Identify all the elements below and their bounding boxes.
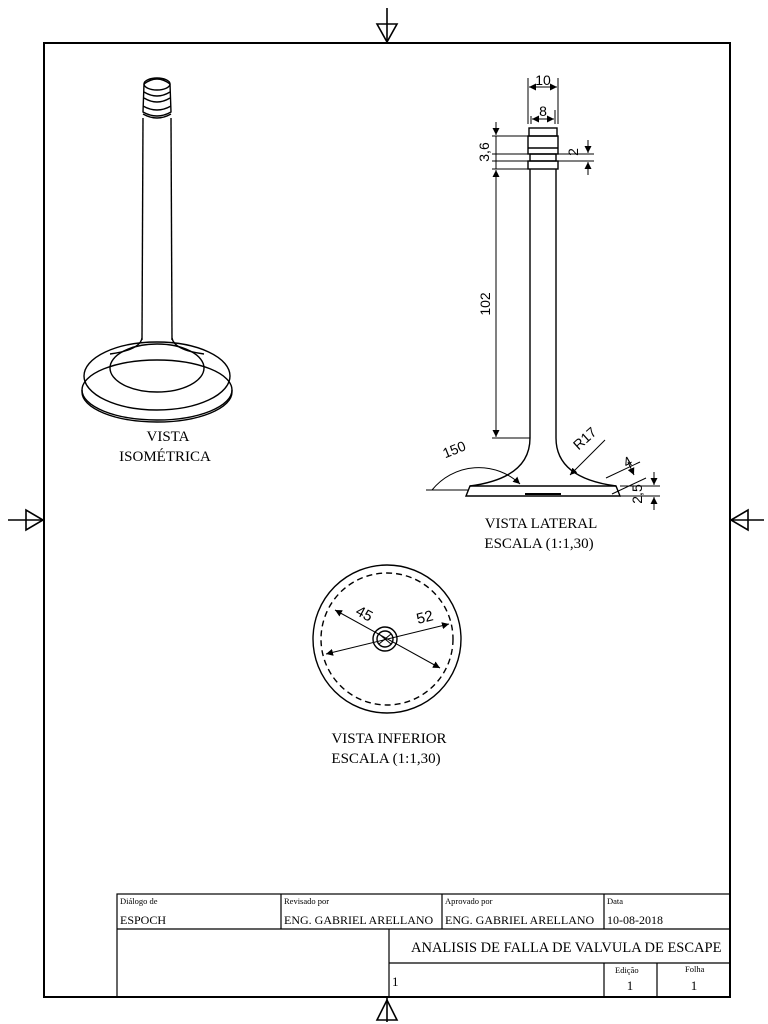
dim-fillet-radius: R17 bbox=[570, 424, 600, 453]
lateral-view-label-line2: ESCALA (1:1,30) bbox=[484, 536, 593, 552]
title-block-reviewed-value: ENG. GABRIEL ARELLANO bbox=[284, 913, 434, 927]
title-block-sheet-value: 1 bbox=[691, 978, 698, 993]
title-block-drawn-label: Diálogo de bbox=[120, 896, 158, 906]
lateral-dimensions bbox=[426, 78, 660, 510]
isometric-view-label-line1: VISTA bbox=[147, 429, 190, 445]
dim-outer-diameter: 52 bbox=[415, 607, 435, 628]
lateral-view bbox=[464, 127, 622, 497]
dim-stem-length: 102 bbox=[477, 292, 493, 316]
lateral-view-label-line1: VISTA LATERAL bbox=[485, 516, 598, 532]
dim-inner-diameter: 45 bbox=[353, 603, 376, 626]
centering-mark-right bbox=[729, 508, 764, 532]
dim-seat-angle: 150 bbox=[440, 437, 468, 461]
inferior-dimensions bbox=[325, 609, 450, 669]
title-block-date-label: Data bbox=[607, 896, 623, 906]
inferior-view-label-line1: VISTA INFERIOR bbox=[331, 731, 446, 747]
title-block-edition-label: Edição bbox=[615, 965, 639, 975]
title-block-approved-label: Aprovado por bbox=[445, 896, 493, 906]
title-block-edition-value: 1 bbox=[627, 978, 634, 993]
centering-mark-left bbox=[8, 508, 45, 532]
dim-face-width: 4 bbox=[620, 453, 635, 471]
title-block-date-value: 10-08-2018 bbox=[607, 913, 663, 927]
dim-head-thickness: 2,5 bbox=[629, 484, 645, 504]
title-block-drawn-value: ESPOCH bbox=[120, 913, 166, 927]
title-block-part-number: 1 bbox=[392, 974, 399, 989]
isometric-view bbox=[81, 77, 233, 423]
dim-stem-top-width: 10 bbox=[535, 72, 551, 88]
drawing-frame bbox=[43, 42, 731, 998]
dim-groove-height: 3,6 bbox=[476, 142, 492, 162]
title-block bbox=[116, 893, 731, 998]
title-block-approved-value: ENG. GABRIEL ARELLANO bbox=[445, 913, 595, 927]
centering-mark-top bbox=[375, 8, 399, 44]
title-block-sheet-label: Folha bbox=[685, 964, 705, 974]
title-block-title: ANALISIS DE FALLA DE VALVULA DE ESCAPE bbox=[411, 940, 722, 956]
isometric-view-label-line2: ISOMÉTRICA bbox=[119, 448, 211, 465]
dim-stem-inner-width: 8 bbox=[539, 103, 547, 119]
centering-mark-bottom bbox=[375, 997, 399, 1022]
title-block-reviewed-label: Revisado por bbox=[284, 896, 329, 906]
dim-groove-gap: 2 bbox=[565, 148, 581, 156]
inferior-view-label-line2: ESCALA (1:1,30) bbox=[331, 751, 440, 767]
